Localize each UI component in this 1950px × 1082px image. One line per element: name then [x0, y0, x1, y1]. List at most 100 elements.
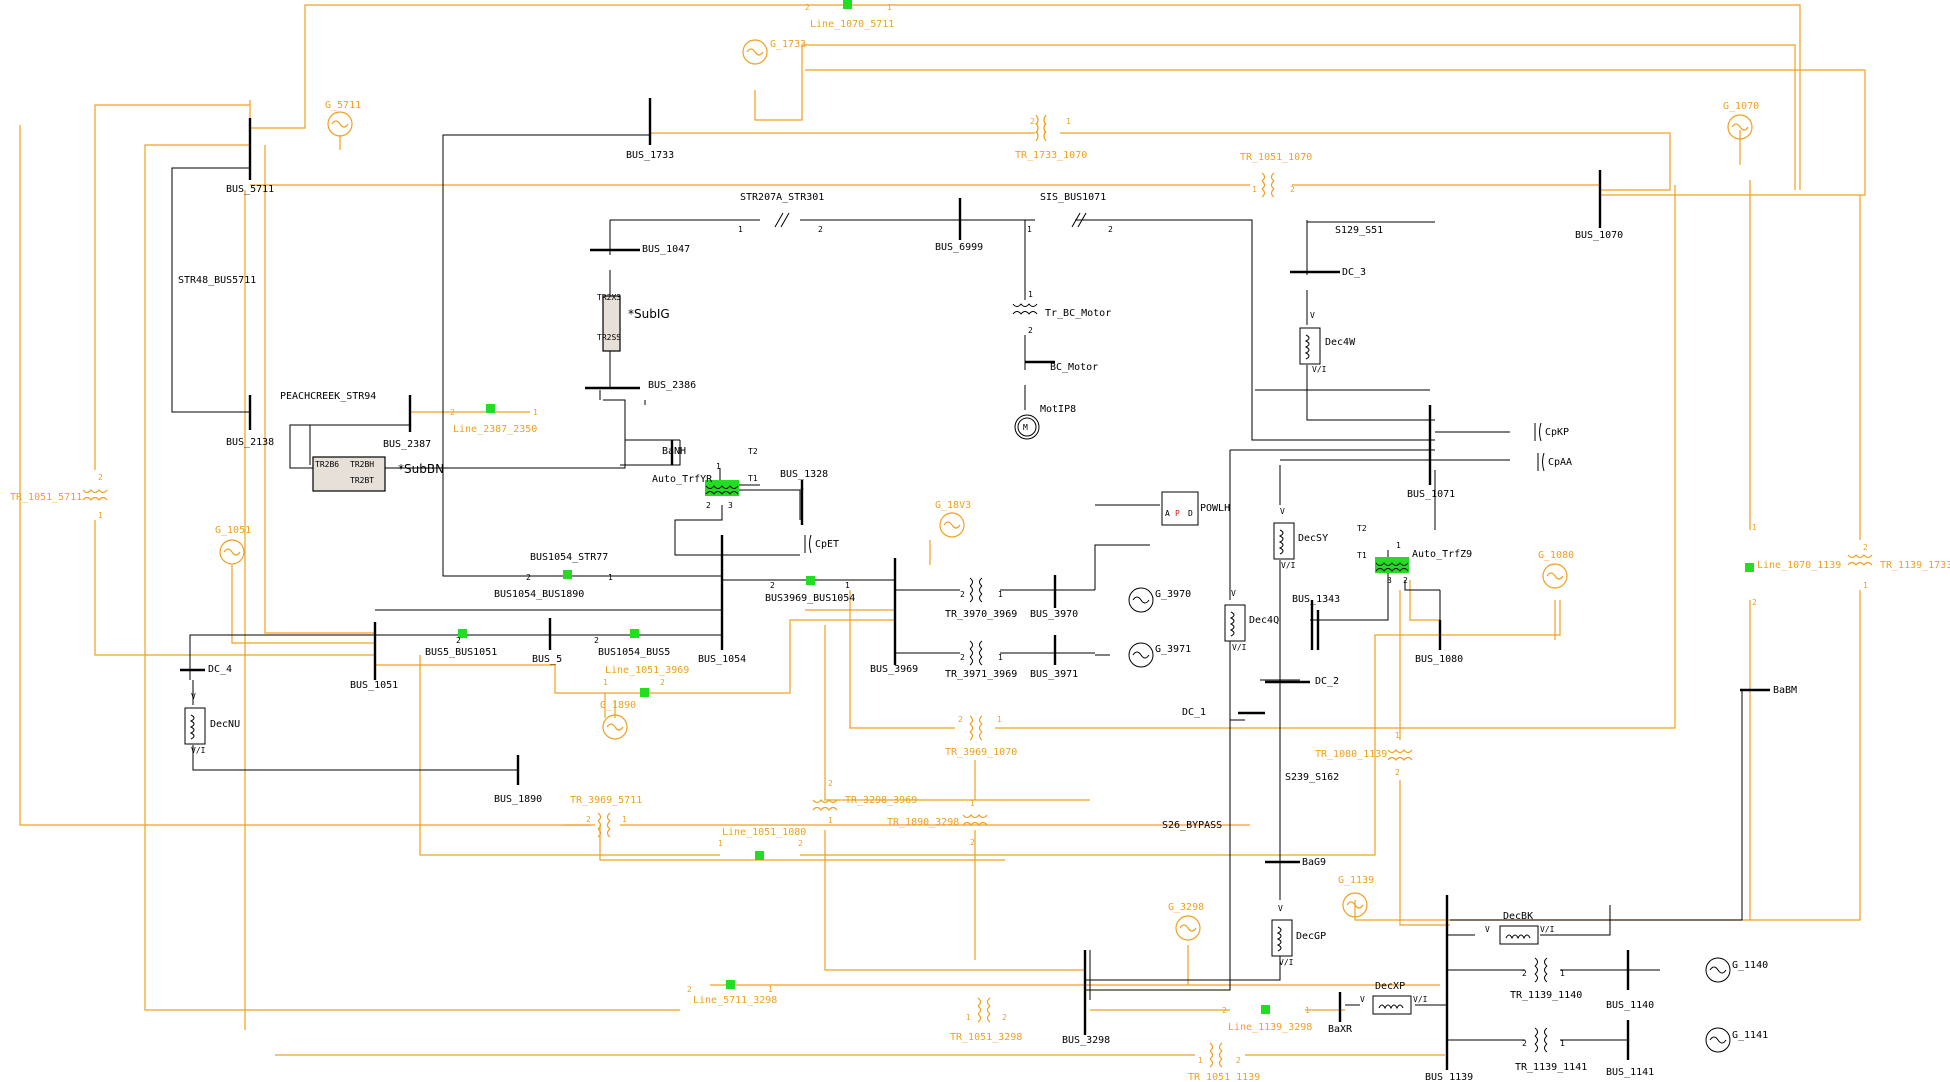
labels: BUS_5711 BUS_1733 BUS_1070 BUS_1047 BUS_… [10, 3, 1950, 1082]
tr-1051-5711-label: TR_1051_5711 [10, 492, 82, 503]
svg-text:1: 1 [1560, 1039, 1565, 1048]
svg-text:2: 2 [770, 581, 775, 590]
bus-2387-label: BUS_2387 [383, 439, 431, 450]
line-1051-3969-label: Line_1051_3969 [605, 665, 689, 676]
auto-trfz9-label: Auto_TrfZ9 [1412, 549, 1472, 560]
tr-1139-1140-label: TR_1139_1140 [1510, 990, 1582, 1001]
sis-bus1071-label: SIS_BUS1071 [1040, 192, 1106, 203]
decxp-label: DecXP [1375, 981, 1405, 992]
bc-motor-label: BC_Motor [1050, 362, 1098, 373]
subig-label: *SubIG [628, 307, 670, 321]
dc-4-label: DC_4 [208, 664, 232, 675]
apd-p-label: P [1175, 509, 1180, 518]
baxr-label: BaXR [1328, 1024, 1353, 1035]
dec4w-label: Dec4W [1325, 337, 1356, 348]
tr-1051-1139-label: TR_1051_1139 [1188, 1072, 1260, 1082]
svg-text:2: 2 [1290, 185, 1295, 194]
bus-3298-label: BUS_3298 [1062, 1035, 1110, 1046]
bus-1141-label: BUS_1141 [1606, 1067, 1654, 1078]
dec4w-v-label: V [1310, 311, 1315, 320]
dec4q-vi-label: V/I [1232, 643, 1247, 652]
g-1080-label: G_1080 [1538, 550, 1574, 561]
svg-text:2: 2 [706, 501, 711, 510]
svg-text:1: 1 [1305, 1006, 1310, 1015]
svg-text:2: 2 [687, 985, 692, 994]
bus-5-label: BUS_5 [532, 654, 562, 665]
svg-text:1: 1 [738, 225, 743, 234]
line-2387-2350-label: Line_2387_2350 [453, 424, 537, 435]
bus-1070-label: BUS_1070 [1575, 230, 1623, 241]
svg-text:2: 2 [818, 225, 823, 234]
tr-1051-1070-label: TR_1051_1070 [1240, 152, 1312, 163]
svg-text:1: 1 [768, 985, 773, 994]
g-1080-icon [1542, 563, 1568, 589]
g-1733-icon [742, 39, 768, 65]
tr-1890-3298-label: TR_1890_3298 [887, 817, 959, 828]
svg-text:2: 2 [960, 653, 965, 662]
bus-3969-label: BUS_3969 [870, 664, 918, 675]
svg-text:1: 1 [533, 408, 538, 417]
line-1139-3298-label: Line_1139_3298 [1228, 1022, 1312, 1033]
devices [184, 212, 1545, 1015]
svg-text:1: 1 [1752, 523, 1757, 532]
dc-2-label: DC_2 [1315, 676, 1339, 687]
energized-wiring [19, 4, 1866, 1056]
switches [458, 0, 1754, 1014]
subig-block [602, 295, 621, 352]
tr2bt-label: TR2BT [350, 476, 374, 485]
g-1890-label: G_1890 [600, 700, 636, 711]
tr2x3-label: TR2X3 [597, 293, 621, 302]
bus1054-bus1890-label: BUS1054_BUS1890 [494, 589, 584, 600]
decgp-label: DecGP [1296, 931, 1326, 942]
svg-text:2: 2 [958, 715, 963, 724]
tr-3969-5711-label: TR_3969_5711 [570, 795, 642, 806]
dc-1-label: DC_1 [1182, 707, 1206, 718]
svg-text:T2: T2 [1357, 524, 1367, 533]
svg-text:1: 1 [718, 839, 723, 848]
svg-text:3: 3 [728, 501, 733, 510]
tr-3298-3969-label: TR_3298_3969 [845, 795, 917, 806]
decgp-v-label: V [1278, 904, 1283, 913]
svg-text:2: 2 [970, 838, 975, 847]
cpet-label: CpET [815, 539, 839, 550]
svg-text:2: 2 [1028, 326, 1033, 335]
line-1051-1080-label: Line_1051_1080 [722, 827, 806, 838]
g-5711-label: G_5711 [325, 100, 361, 111]
svg-text:1: 1 [1066, 117, 1071, 126]
g-1139-icon [1342, 892, 1368, 918]
dec4q-v-label: V [1231, 589, 1236, 598]
generators [219, 39, 1753, 1053]
svg-text:3: 3 [1387, 576, 1392, 585]
line-1070-5711-label: Line_1070_5711 [810, 19, 894, 30]
s129-s51-label: S129_S51 [1335, 225, 1383, 236]
decnu-block [184, 707, 206, 745]
decbk-label: DecBK [1503, 911, 1533, 922]
svg-text:T2: T2 [748, 447, 758, 456]
g-1051-icon [219, 539, 245, 565]
g-3971-label: G_3971 [1155, 644, 1191, 655]
str207a-str301-label: STR207A_STR301 [740, 192, 824, 203]
svg-text:1: 1 [1027, 225, 1032, 234]
svg-text:2: 2 [1395, 768, 1400, 777]
decsy-v-label: V [1280, 507, 1285, 516]
cpkp-label: CpKP [1545, 427, 1569, 438]
svg-text:1: 1 [1395, 731, 1400, 740]
decnu-v-label: V [191, 692, 196, 701]
decsy-vi-label: V/I [1281, 561, 1296, 570]
svg-text:2: 2 [450, 408, 455, 417]
bus-1733-label: BUS_1733 [626, 150, 674, 161]
tr-bc-motor-label: Tr_BC_Motor [1045, 308, 1111, 319]
g-1139-label: G_1139 [1338, 875, 1374, 886]
bus-1343-label: BUS_1343 [1292, 594, 1340, 605]
decnu-label: DecNU [210, 719, 240, 730]
svg-text:1: 1 [1198, 1056, 1203, 1065]
svg-text:1: 1 [1560, 969, 1565, 978]
svg-text:2: 2 [805, 3, 810, 12]
svg-text:2: 2 [1108, 225, 1113, 234]
g-3971-icon [1128, 642, 1154, 668]
svg-text:2: 2 [1236, 1056, 1241, 1065]
svg-text:T1: T1 [748, 474, 758, 483]
bag9-label: BaG9 [1302, 857, 1326, 868]
motor-icon [1014, 414, 1040, 440]
